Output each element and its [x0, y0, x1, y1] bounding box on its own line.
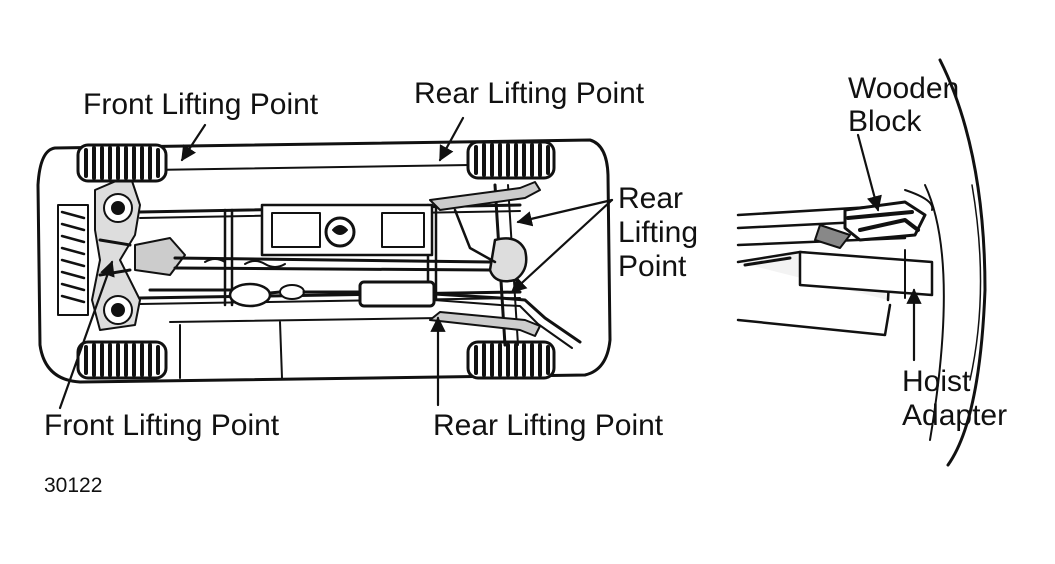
wooden-block-label-line2: Block — [848, 105, 922, 138]
rear-lifting-point-right-label-line2: Lifting — [618, 216, 699, 249]
hoist-detail-view — [736, 58, 987, 467]
vehicle-underbody — [36, 138, 612, 384]
wooden-block-label-line1: Wooden — [848, 72, 960, 105]
rear-left-wheel — [466, 140, 556, 180]
exhaust-system — [148, 280, 582, 349]
rear-lifting-point-bottom-label: Rear Lifting Point — [433, 409, 664, 442]
radiator — [57, 204, 89, 316]
rear-right-leader-upper — [516, 198, 614, 227]
figure-number: 30122 — [44, 474, 103, 497]
rear-lifting-point-right-label-line3: Point — [618, 250, 687, 283]
rear-right-leader-lower — [510, 198, 614, 294]
front-bottom-leader — [58, 260, 115, 410]
rear-right-wheel — [466, 340, 556, 380]
front-top-leader — [180, 123, 207, 162]
front-right-wheel — [76, 340, 168, 380]
rear-lifting-point-right-label-line1: Rear — [618, 182, 684, 215]
front-lifting-point-bottom-label: Front Lifting Point — [44, 409, 280, 442]
rear-top-leader — [438, 116, 465, 162]
front-lifting-point-top-label: Front Lifting Point — [83, 88, 319, 121]
front-suspension — [91, 174, 186, 331]
rear-lifting-point-top-label: Rear Lifting Point — [414, 77, 645, 110]
hoist-adapter-label-line2: Adapter — [902, 399, 1008, 432]
rear-axle — [429, 181, 541, 347]
wooden-block-leader — [856, 133, 882, 212]
fuel-tank — [260, 203, 434, 257]
wooden-block — [814, 200, 927, 249]
hoist-adapter-label-line1: Hoist — [902, 365, 971, 398]
left-leader-lines — [58, 116, 614, 410]
hoist-adapter — [798, 249, 934, 299]
front-left-wheel — [76, 143, 168, 183]
